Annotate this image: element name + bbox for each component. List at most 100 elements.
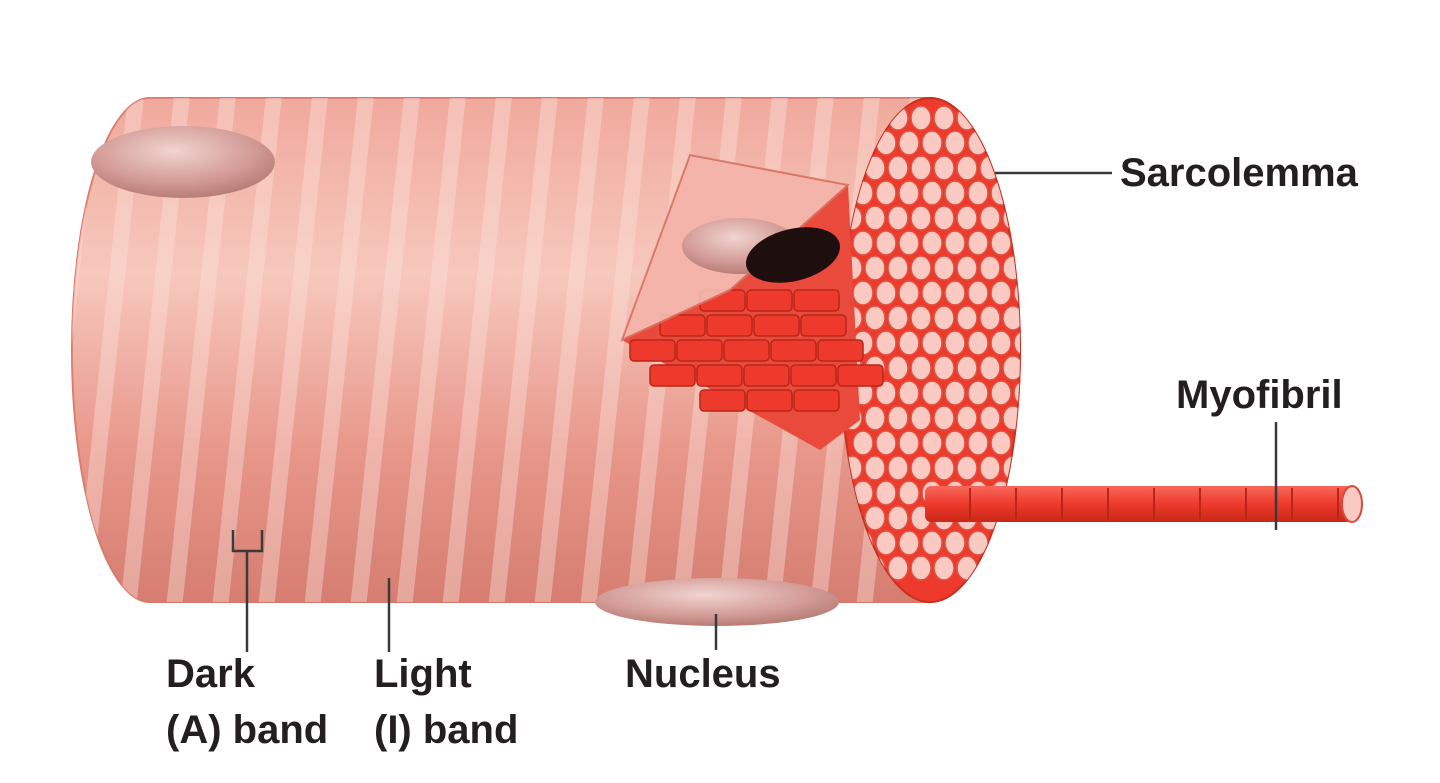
label-dark-band-line2: (A) band (166, 708, 328, 752)
myofibril-end (933, 205, 955, 231)
myofibril-end (933, 105, 955, 131)
myofibril-end (875, 380, 897, 406)
myofibril-end (933, 405, 955, 431)
myofibril-end (1013, 380, 1020, 406)
myofibril-end (910, 405, 932, 431)
label-myofibril: Myofibril (1176, 373, 1343, 417)
myofibril-end (956, 355, 978, 381)
myofibril-end (979, 305, 1001, 331)
myofibril-segment (649, 364, 696, 387)
myofibril-end (898, 280, 920, 306)
label-dark-band-line1: Dark (166, 652, 256, 696)
myofibril-end (1002, 555, 1020, 581)
myofibril-segment (753, 314, 800, 337)
myofibril-segment (793, 289, 840, 312)
myofibril-end (956, 405, 978, 431)
myofibril-end (944, 380, 966, 406)
myofibril-end (898, 130, 920, 156)
myofibril-segment (793, 389, 840, 412)
myofibril-end (921, 330, 943, 356)
myofibril-end (887, 455, 909, 481)
myofibril-end (1013, 530, 1020, 556)
myofibril-end (979, 455, 1001, 481)
surface-nucleus-top (91, 126, 275, 198)
myofibril-end (1002, 405, 1020, 431)
myofibril-end (1002, 205, 1020, 231)
myofibril-end (864, 255, 886, 281)
myofibril-end (979, 105, 1001, 131)
myofibril-end (933, 455, 955, 481)
myofibril-end (875, 430, 897, 456)
myofibril-end (910, 205, 932, 231)
myofibril-end (1013, 430, 1020, 456)
myofibril-end (1002, 255, 1020, 281)
myofibril-end (956, 255, 978, 281)
myofibril-end (864, 405, 886, 431)
myofibril-end (910, 255, 932, 281)
myofibril-end (887, 555, 909, 581)
myofibril-end (1002, 105, 1020, 131)
myofibril-end (921, 130, 943, 156)
myofibril-end (1002, 305, 1020, 331)
myofibril-end (944, 430, 966, 456)
myofibril-end (852, 280, 874, 306)
myofibril-end (875, 180, 897, 206)
myofibril-end (967, 330, 989, 356)
myofibril-end (910, 155, 932, 181)
myofibril-segment (746, 389, 793, 412)
myofibril-end (898, 480, 920, 506)
myofibril-end (1002, 355, 1020, 381)
myofibril-end (887, 255, 909, 281)
myofibril-end (910, 455, 932, 481)
myofibril-end (967, 280, 989, 306)
myofibril-segment (800, 314, 847, 337)
myofibril-end (979, 205, 1001, 231)
myofibril-end (933, 355, 955, 381)
myofibril-end (990, 230, 1012, 256)
myofibril-end (956, 205, 978, 231)
myofibril-end (921, 530, 943, 556)
myofibril-end (990, 280, 1012, 306)
myofibril-end (875, 330, 897, 356)
myofibril-end (864, 305, 886, 331)
myofibril-end (990, 430, 1012, 456)
cutaway-myofibrils (629, 289, 884, 412)
myofibril-end (898, 230, 920, 256)
myofibril-end (1002, 155, 1020, 181)
myofibril-end (990, 380, 1012, 406)
label-light-band-line1: Light (374, 652, 472, 696)
myofibril-end (1013, 180, 1020, 206)
myofibril-segment (837, 364, 884, 387)
myofibril-end (864, 205, 886, 231)
myofibril-end (990, 130, 1012, 156)
myofibril-segment (817, 339, 864, 362)
myofibril-segment (743, 364, 790, 387)
myofibril-end (933, 255, 955, 281)
myofibril-segment (770, 339, 817, 362)
myofibril-end (875, 530, 897, 556)
myofibril-segment (706, 314, 753, 337)
myofibril-end (864, 505, 886, 531)
myofibril-end (944, 280, 966, 306)
myofibril-end (875, 480, 897, 506)
myofibril-end (956, 455, 978, 481)
myofibril-end (1002, 455, 1020, 481)
label-sarcolemma: Sarcolemma (1120, 151, 1359, 195)
myofibril-segment (696, 364, 743, 387)
myofibril-end (887, 155, 909, 181)
myofibril-end (956, 305, 978, 331)
myofibril-end (898, 380, 920, 406)
myofibril-end (910, 105, 932, 131)
surface-nucleus-bottom (595, 578, 839, 626)
label-nucleus: Nucleus (625, 652, 781, 696)
myofibril-end (979, 255, 1001, 281)
myofibril-end (921, 280, 943, 306)
myofibril-end (875, 230, 897, 256)
cutaway-hole (746, 227, 840, 283)
myofibril-segment (676, 339, 723, 362)
myofibril-end (979, 355, 1001, 381)
myofibril-end (898, 430, 920, 456)
myofibril-end (944, 180, 966, 206)
single-myofibril (925, 485, 1363, 523)
